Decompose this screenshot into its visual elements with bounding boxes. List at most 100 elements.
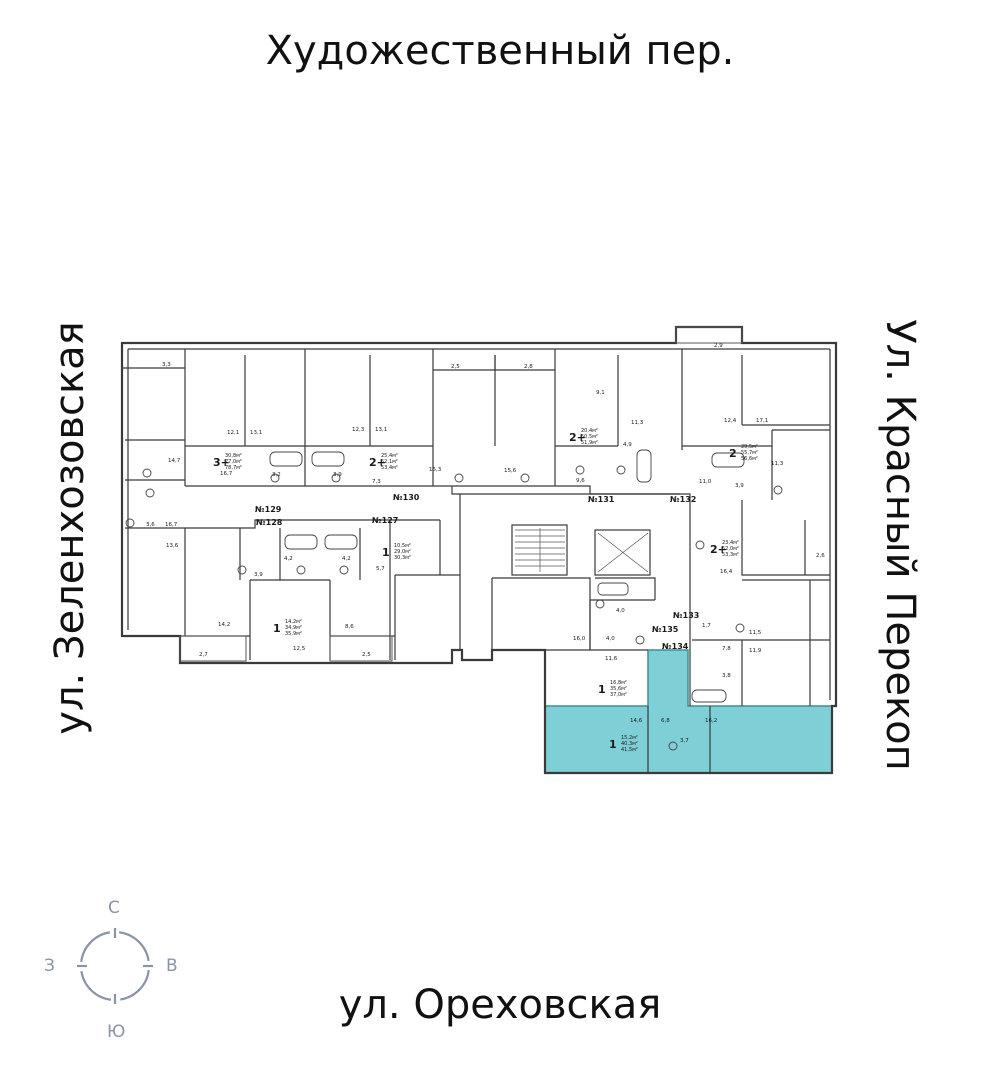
apartment-rooms-label: 1 xyxy=(598,683,606,696)
apartment-rooms-label: 1 xyxy=(382,546,390,559)
unit-number-label: №135 xyxy=(652,625,679,634)
room-area-label: 13,1 xyxy=(375,427,387,433)
room-area-label: 12,4 xyxy=(724,418,737,424)
apartment-rooms-label: 1 xyxy=(609,738,617,751)
apartment-rooms-label: 3+ xyxy=(213,456,230,469)
room-area-label: 11,5 xyxy=(749,630,762,636)
street-label-bottom: ул. Ореховская xyxy=(338,982,662,1028)
unit-number-label: №131 xyxy=(588,495,615,504)
room-area-label: 3,7 xyxy=(680,738,689,744)
room-area-label: 12,1 xyxy=(227,430,239,436)
apartment-area-label: 51,9м² xyxy=(581,440,598,446)
room-area-label: 2,8 xyxy=(524,364,533,370)
room-area-label: 3,8 xyxy=(722,673,731,679)
room-area-label: 16,2 xyxy=(705,718,717,724)
room-area-label: 17,1 xyxy=(756,418,768,424)
room-area-label: 1,7 xyxy=(702,623,711,629)
room-area-label: 2,7 xyxy=(199,652,208,658)
room-area-label: 9,6 xyxy=(576,478,585,484)
unit-number-label: №129 xyxy=(255,505,282,514)
apartment-area-label: 35,9м² xyxy=(285,631,302,637)
apartment-area-label: 30,3м² xyxy=(394,555,411,561)
compass-west-label: З xyxy=(44,956,55,976)
compass-north-label: С xyxy=(108,898,120,918)
highlighted-apartment[interactable] xyxy=(544,649,833,774)
apartment-area-label: 29,0м² xyxy=(394,549,411,555)
apartment-area-label: 10,5м² xyxy=(394,543,411,549)
apartment-rooms-label: 2+ xyxy=(710,543,727,556)
room-area-label: 11,3 xyxy=(631,420,644,426)
room-area-label: 12,5 xyxy=(293,646,306,652)
room-area-label: 4,0 xyxy=(616,608,625,614)
compass-south-label: Ю xyxy=(107,1022,126,1042)
apartment-area-label: 20,4м² xyxy=(581,428,598,434)
apartment-rooms-label: 2 xyxy=(729,447,737,460)
room-area-label: 14,2 xyxy=(218,622,230,628)
compass-icon xyxy=(77,928,153,1004)
room-area-label: 3,9 xyxy=(254,572,263,578)
room-area-label: 4,2 xyxy=(284,556,293,562)
apartment-area-label: 25,4м² xyxy=(381,453,398,459)
room-area-label: 4,9 xyxy=(623,442,632,448)
apartment-rooms-label: 2+ xyxy=(369,456,386,469)
street-label-top: Художественный пер. xyxy=(265,28,735,74)
room-area-label: 6,8 xyxy=(661,718,670,724)
room-area-label: 2,6 xyxy=(816,553,825,559)
room-area-label: 3,6 xyxy=(146,522,155,528)
unit-number-label: №128 xyxy=(256,518,283,527)
apartment-area-label: 29,5м² xyxy=(741,444,758,450)
room-area-label: 3,2 xyxy=(272,472,281,478)
unit-number-label: №132 xyxy=(670,495,696,504)
room-area-label: 14,6 xyxy=(630,718,643,724)
unit-number-label: №127 xyxy=(372,516,398,525)
room-area-label: 11,9 xyxy=(749,648,762,654)
apartment-area-label: 53,3м² xyxy=(722,552,739,558)
room-area-label: 11,6 xyxy=(605,656,618,662)
apartment-rooms-label: 1 xyxy=(273,622,281,635)
room-area-label: 4,0 xyxy=(606,636,615,642)
room-area-label: 2,5 xyxy=(362,652,371,658)
balconies xyxy=(179,326,743,662)
room-area-label: 3,3 xyxy=(162,362,171,368)
apartment-area-label: 41,5м² xyxy=(621,747,638,753)
room-area-label: 2,5 xyxy=(451,364,460,370)
room-area-label: 15,6 xyxy=(504,468,517,474)
unit-number-label: №130 xyxy=(393,493,420,502)
apartment-area-label: 56,6м² xyxy=(741,456,758,462)
apartment-area-label: 53,4м² xyxy=(381,465,398,471)
apartment-area-label: 23,4м² xyxy=(722,540,739,546)
stair-lines xyxy=(515,528,649,573)
apartment-area-label: 16,8м² xyxy=(610,680,627,686)
room-area-label: 4,2 xyxy=(342,556,351,562)
apartment-area-label: 55,7м² xyxy=(741,450,758,456)
room-area-label: 14,7 xyxy=(168,458,181,464)
room-area-label: 8,6 xyxy=(345,624,354,630)
apartment-rooms-label: 2+ xyxy=(569,431,586,444)
room-area-label: 16,0 xyxy=(573,636,586,642)
room-area-label: 2,9 xyxy=(714,343,723,349)
room-area-label: 12,3 xyxy=(352,427,365,433)
fixtures xyxy=(125,449,783,751)
room-area-label: 7,3 xyxy=(372,479,381,485)
room-area-label: 16,7 xyxy=(165,522,178,528)
apartment-area-label: 30,8м² xyxy=(225,453,242,459)
room-area-label: 11,3 xyxy=(771,461,784,467)
compass-east-label: В xyxy=(166,956,178,976)
apartment-area-label: 50,5м² xyxy=(581,434,598,440)
apartment-area-label: 14,2м² xyxy=(285,619,302,625)
apartment-area-label: 15,2м² xyxy=(621,735,638,741)
apartment-area-label: 34,9м² xyxy=(285,625,302,631)
apartment-area-label: 77,0м² xyxy=(225,459,242,465)
apartment-area-label: 78,7м² xyxy=(225,465,242,471)
unit-number-label: №134 xyxy=(662,642,689,651)
room-area-label: 15,3 xyxy=(429,467,442,473)
room-area-label: 5,7 xyxy=(376,566,385,572)
room-area-label: 9,1 xyxy=(596,390,605,396)
apartment-area-label: 35,6м² xyxy=(610,686,627,692)
room-area-label: 16,7 xyxy=(220,471,233,477)
room-area-label: 3,9 xyxy=(735,483,744,489)
